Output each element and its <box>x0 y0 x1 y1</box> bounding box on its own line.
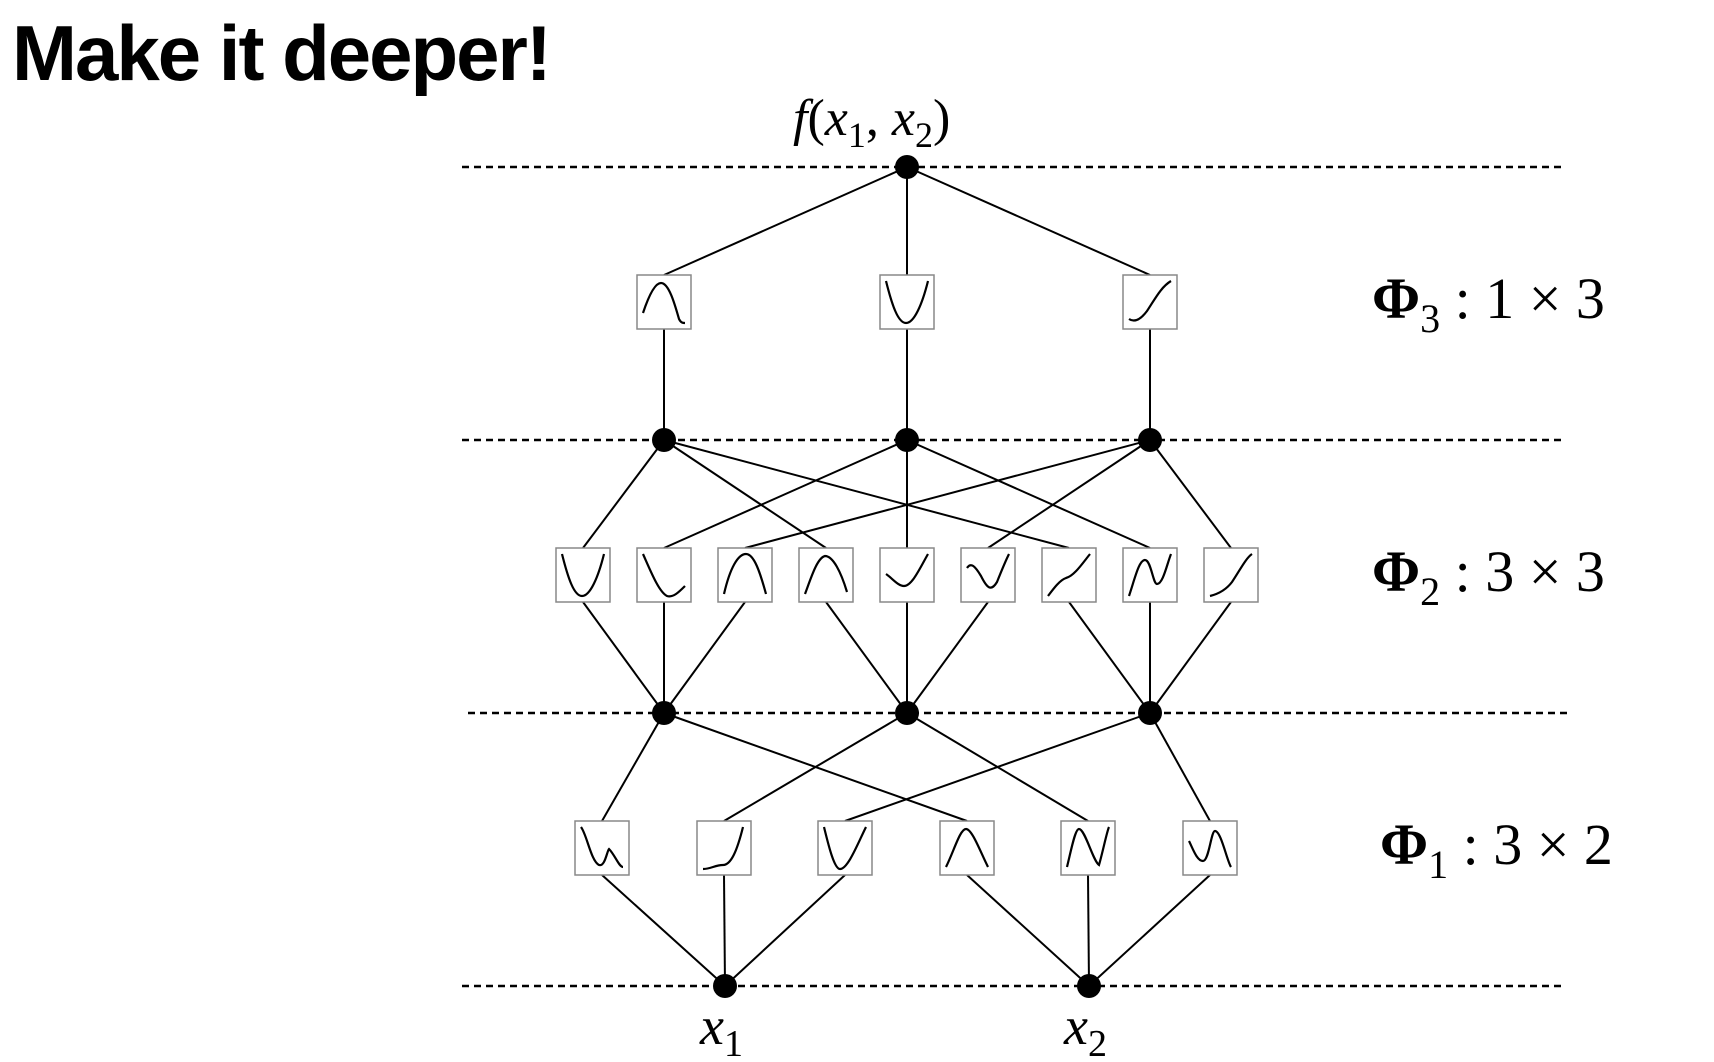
hidden2-node <box>895 428 919 452</box>
edge-hidden1-to-phi2 <box>1068 601 1151 714</box>
nodes <box>652 155 1162 998</box>
phi2-activation-box <box>555 547 611 603</box>
activation-curve <box>580 826 624 869</box>
phi2-activation-box <box>1041 547 1097 603</box>
phi1-activation-box <box>696 820 752 876</box>
edge-phi2-to-hidden2 <box>744 439 1151 549</box>
phi2-activation-box <box>717 547 773 603</box>
layer-label-phi1: Φ1 : 3 × 2 <box>1380 812 1613 887</box>
edge-input-to-phi1 <box>723 874 726 987</box>
box-frame <box>555 547 611 603</box>
edge-phi3-to-output <box>663 166 908 276</box>
page-title: Make it deeper! <box>12 9 552 97</box>
edge-hidden1-to-phi2 <box>906 601 989 714</box>
box-frame <box>717 547 773 603</box>
activation-curve <box>945 827 989 868</box>
phi2-activation-box <box>636 547 692 603</box>
layer-label-phi2: Φ2 : 3 × 3 <box>1372 539 1605 614</box>
box-frame <box>1060 820 1116 876</box>
phi2-activation-box <box>1203 547 1259 603</box>
activation-curve <box>560 553 606 598</box>
activation-curve <box>641 281 686 325</box>
edge-phi2-to-hidden2 <box>663 439 827 549</box>
phi2-activation-box <box>798 547 854 603</box>
hidden2-node <box>1138 428 1162 452</box>
edge-phi2-to-hidden2 <box>987 439 1151 549</box>
activation-curve <box>702 826 745 871</box>
activation-curve <box>1209 553 1253 598</box>
activation-curve <box>641 553 686 598</box>
edge-phi2-to-hidden2 <box>906 439 1151 549</box>
edges <box>582 166 1232 987</box>
edge-hidden1-to-phi2 <box>663 601 746 714</box>
phi2-activation-box <box>1122 547 1178 603</box>
phi1-activation-box <box>574 820 630 876</box>
phi1-activation-box <box>817 820 873 876</box>
activation-curve <box>884 280 930 325</box>
activation-boxes <box>555 274 1259 876</box>
edge-input-to-phi1 <box>1088 874 1211 987</box>
output-node <box>895 155 919 179</box>
phi2-activation-box <box>960 547 1016 603</box>
edge-hidden1-to-phi2 <box>825 601 908 714</box>
activation-curve <box>966 553 1010 589</box>
edge-input-to-phi1 <box>1087 874 1090 987</box>
hidden2-node <box>652 428 676 452</box>
phi3-activation-box <box>636 274 692 330</box>
level-lines <box>462 165 1568 988</box>
edge-input-to-phi1 <box>601 874 726 987</box>
hidden1-node <box>895 701 919 725</box>
phi1-activation-box <box>1060 820 1116 876</box>
input-node <box>1077 974 1101 998</box>
edge-phi1-to-hidden1 <box>663 712 968 822</box>
phi3-activation-box <box>1122 274 1178 330</box>
activation-curve <box>1128 280 1172 322</box>
edge-hidden1-to-phi2 <box>1149 601 1232 714</box>
edge-phi2-to-hidden2 <box>582 439 665 549</box>
phi1-activation-box <box>1182 820 1238 876</box>
edge-phi2-to-hidden2 <box>663 439 908 549</box>
phi2-activation-box <box>879 547 935 603</box>
hidden1-node <box>652 701 676 725</box>
box-frame <box>879 274 935 330</box>
edge-phi2-to-hidden2 <box>663 439 1070 549</box>
edge-phi3-to-output <box>906 166 1151 276</box>
edge-input-to-phi1 <box>966 874 1090 987</box>
activation-curve <box>1188 829 1232 868</box>
input-label-x2: x2 <box>1063 996 1107 1062</box>
activation-curve <box>1127 553 1173 597</box>
edge-hidden1-to-phi2 <box>582 601 665 714</box>
box-frame <box>960 547 1016 603</box>
layer-label-phi3: Φ3 : 1 × 3 <box>1372 266 1605 341</box>
edge-input-to-phi1 <box>724 874 846 987</box>
activation-curve <box>1065 826 1111 868</box>
activation-curve <box>885 553 929 588</box>
input-node <box>713 974 737 998</box>
activation-curve <box>722 552 768 595</box>
input-label-x1: x1 <box>699 996 743 1062</box>
activation-curve <box>822 826 867 871</box>
phi3-activation-box <box>879 274 935 330</box>
activation-curve <box>1047 553 1091 597</box>
edge-phi1-to-hidden1 <box>601 712 665 822</box>
box-frame <box>1122 547 1178 603</box>
activation-curve <box>803 554 849 595</box>
edge-phi2-to-hidden2 <box>1149 439 1232 549</box>
output-label: f(x1, x2) <box>793 90 950 155</box>
edge-phi1-to-hidden1 <box>906 712 1089 822</box>
phi1-activation-box <box>939 820 995 876</box>
hidden1-node <box>1138 701 1162 725</box>
edge-phi1-to-hidden1 <box>1149 712 1211 822</box>
